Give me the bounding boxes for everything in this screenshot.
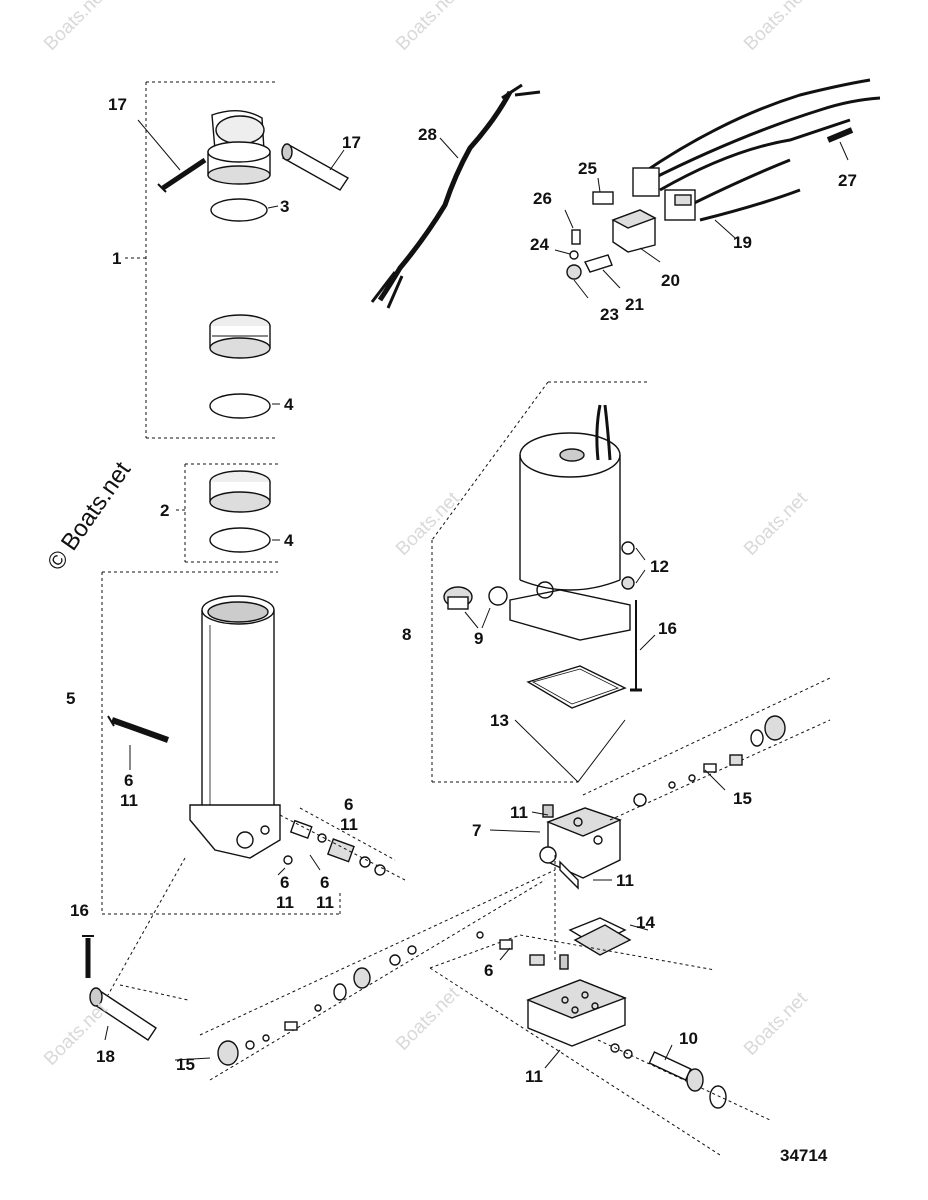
callout-11-left: 11 — [120, 791, 138, 810]
callout-11-right-manifold: 11 — [616, 871, 634, 890]
callout-9: 9 — [474, 629, 484, 648]
callout-7: 7 — [472, 821, 482, 840]
part-25 — [592, 191, 614, 205]
callout-23: 23 — [600, 305, 619, 324]
washer-24 — [569, 250, 579, 260]
callout-11-right: 11 — [340, 815, 358, 834]
part-27 — [826, 127, 854, 143]
callout-11-plate: 11 — [525, 1067, 543, 1086]
callout-11-bottom-b: 11 — [316, 893, 334, 912]
callout-20: 19 — [733, 233, 752, 252]
callout-26: 26 — [533, 189, 552, 208]
callout-25: 25 — [578, 159, 597, 178]
bracket-22 — [584, 254, 613, 273]
group-5-bracket — [101, 571, 341, 915]
callout-11-bottom-a: 11 — [276, 893, 294, 912]
callout-4b: 4 — [284, 531, 294, 550]
manifold-7 — [489, 804, 622, 890]
o-ring-3 — [210, 198, 268, 222]
callout-12: 12 — [650, 557, 669, 576]
callout-22: 21 — [625, 295, 644, 314]
piston — [209, 314, 271, 359]
callout-4a: 4 — [284, 395, 294, 414]
part-14 — [568, 917, 649, 956]
callout-24: 24 — [530, 235, 549, 254]
bolt-6-left — [107, 715, 170, 770]
valve-train-15-lower — [174, 869, 556, 1081]
base-plate-11 — [429, 934, 721, 1156]
gasket-13 — [526, 665, 627, 709]
screw-26 — [564, 209, 581, 245]
callout-15-lower: 15 — [176, 1055, 195, 1074]
callout-6-right: 6 — [344, 795, 354, 814]
callout-18: 18 — [96, 1047, 115, 1066]
callout-6-plate: 6 — [484, 961, 494, 980]
pin-18 — [89, 987, 157, 1041]
callout-3: 3 — [280, 197, 290, 216]
group-2-bracket — [176, 463, 278, 563]
callout-6-left: 6 — [124, 771, 134, 790]
bolt-17-lower — [82, 935, 94, 978]
piston-2 — [209, 470, 271, 513]
callout-17-lower: 16 — [70, 901, 89, 920]
o-ring-4 — [209, 393, 271, 419]
callout-6-bottom-b: 6 — [320, 873, 330, 892]
callout-13: 13 — [490, 711, 509, 730]
cylinder-5 — [189, 595, 281, 859]
valve-train-15-upper — [582, 677, 831, 821]
callout-6-bottom-a: 6 — [280, 873, 290, 892]
callout-19: 17 — [342, 133, 361, 152]
valve-10 — [597, 1039, 771, 1121]
callout-10: 10 — [679, 1029, 698, 1048]
nut-23 — [566, 264, 582, 280]
callout-16: 16 — [658, 619, 677, 638]
parts-12 — [621, 541, 646, 590]
group-1-bracket — [125, 81, 278, 439]
bolt-17-top — [137, 119, 207, 193]
fitting-cap — [207, 110, 271, 185]
harness-20 — [632, 78, 881, 239]
callout-27: 27 — [838, 171, 857, 190]
callout-8: 8 — [402, 625, 412, 644]
o-ring-4b — [209, 527, 271, 553]
callout-14: 14 — [636, 913, 655, 932]
callout-5: 5 — [66, 689, 76, 708]
plug-9 — [443, 586, 508, 629]
callout-15-upper: 15 — [733, 789, 752, 808]
plate-parts-6 — [476, 931, 545, 966]
relay-21 — [611, 209, 661, 263]
callout-28: 28 — [418, 125, 437, 144]
motor-8-bracket — [431, 381, 650, 783]
callout-17-top: 17 — [108, 95, 127, 114]
cylinder-valves — [277, 807, 406, 881]
pump-motor — [509, 404, 631, 641]
diagram-number: 34714 — [780, 1146, 828, 1165]
callout-2: 2 — [160, 501, 170, 520]
callout-1: 1 — [112, 249, 122, 268]
pin-19 — [281, 143, 350, 191]
callout-21: 20 — [661, 271, 680, 290]
harness-28 — [370, 83, 541, 309]
callout-11-manifold: 11 — [510, 803, 528, 822]
